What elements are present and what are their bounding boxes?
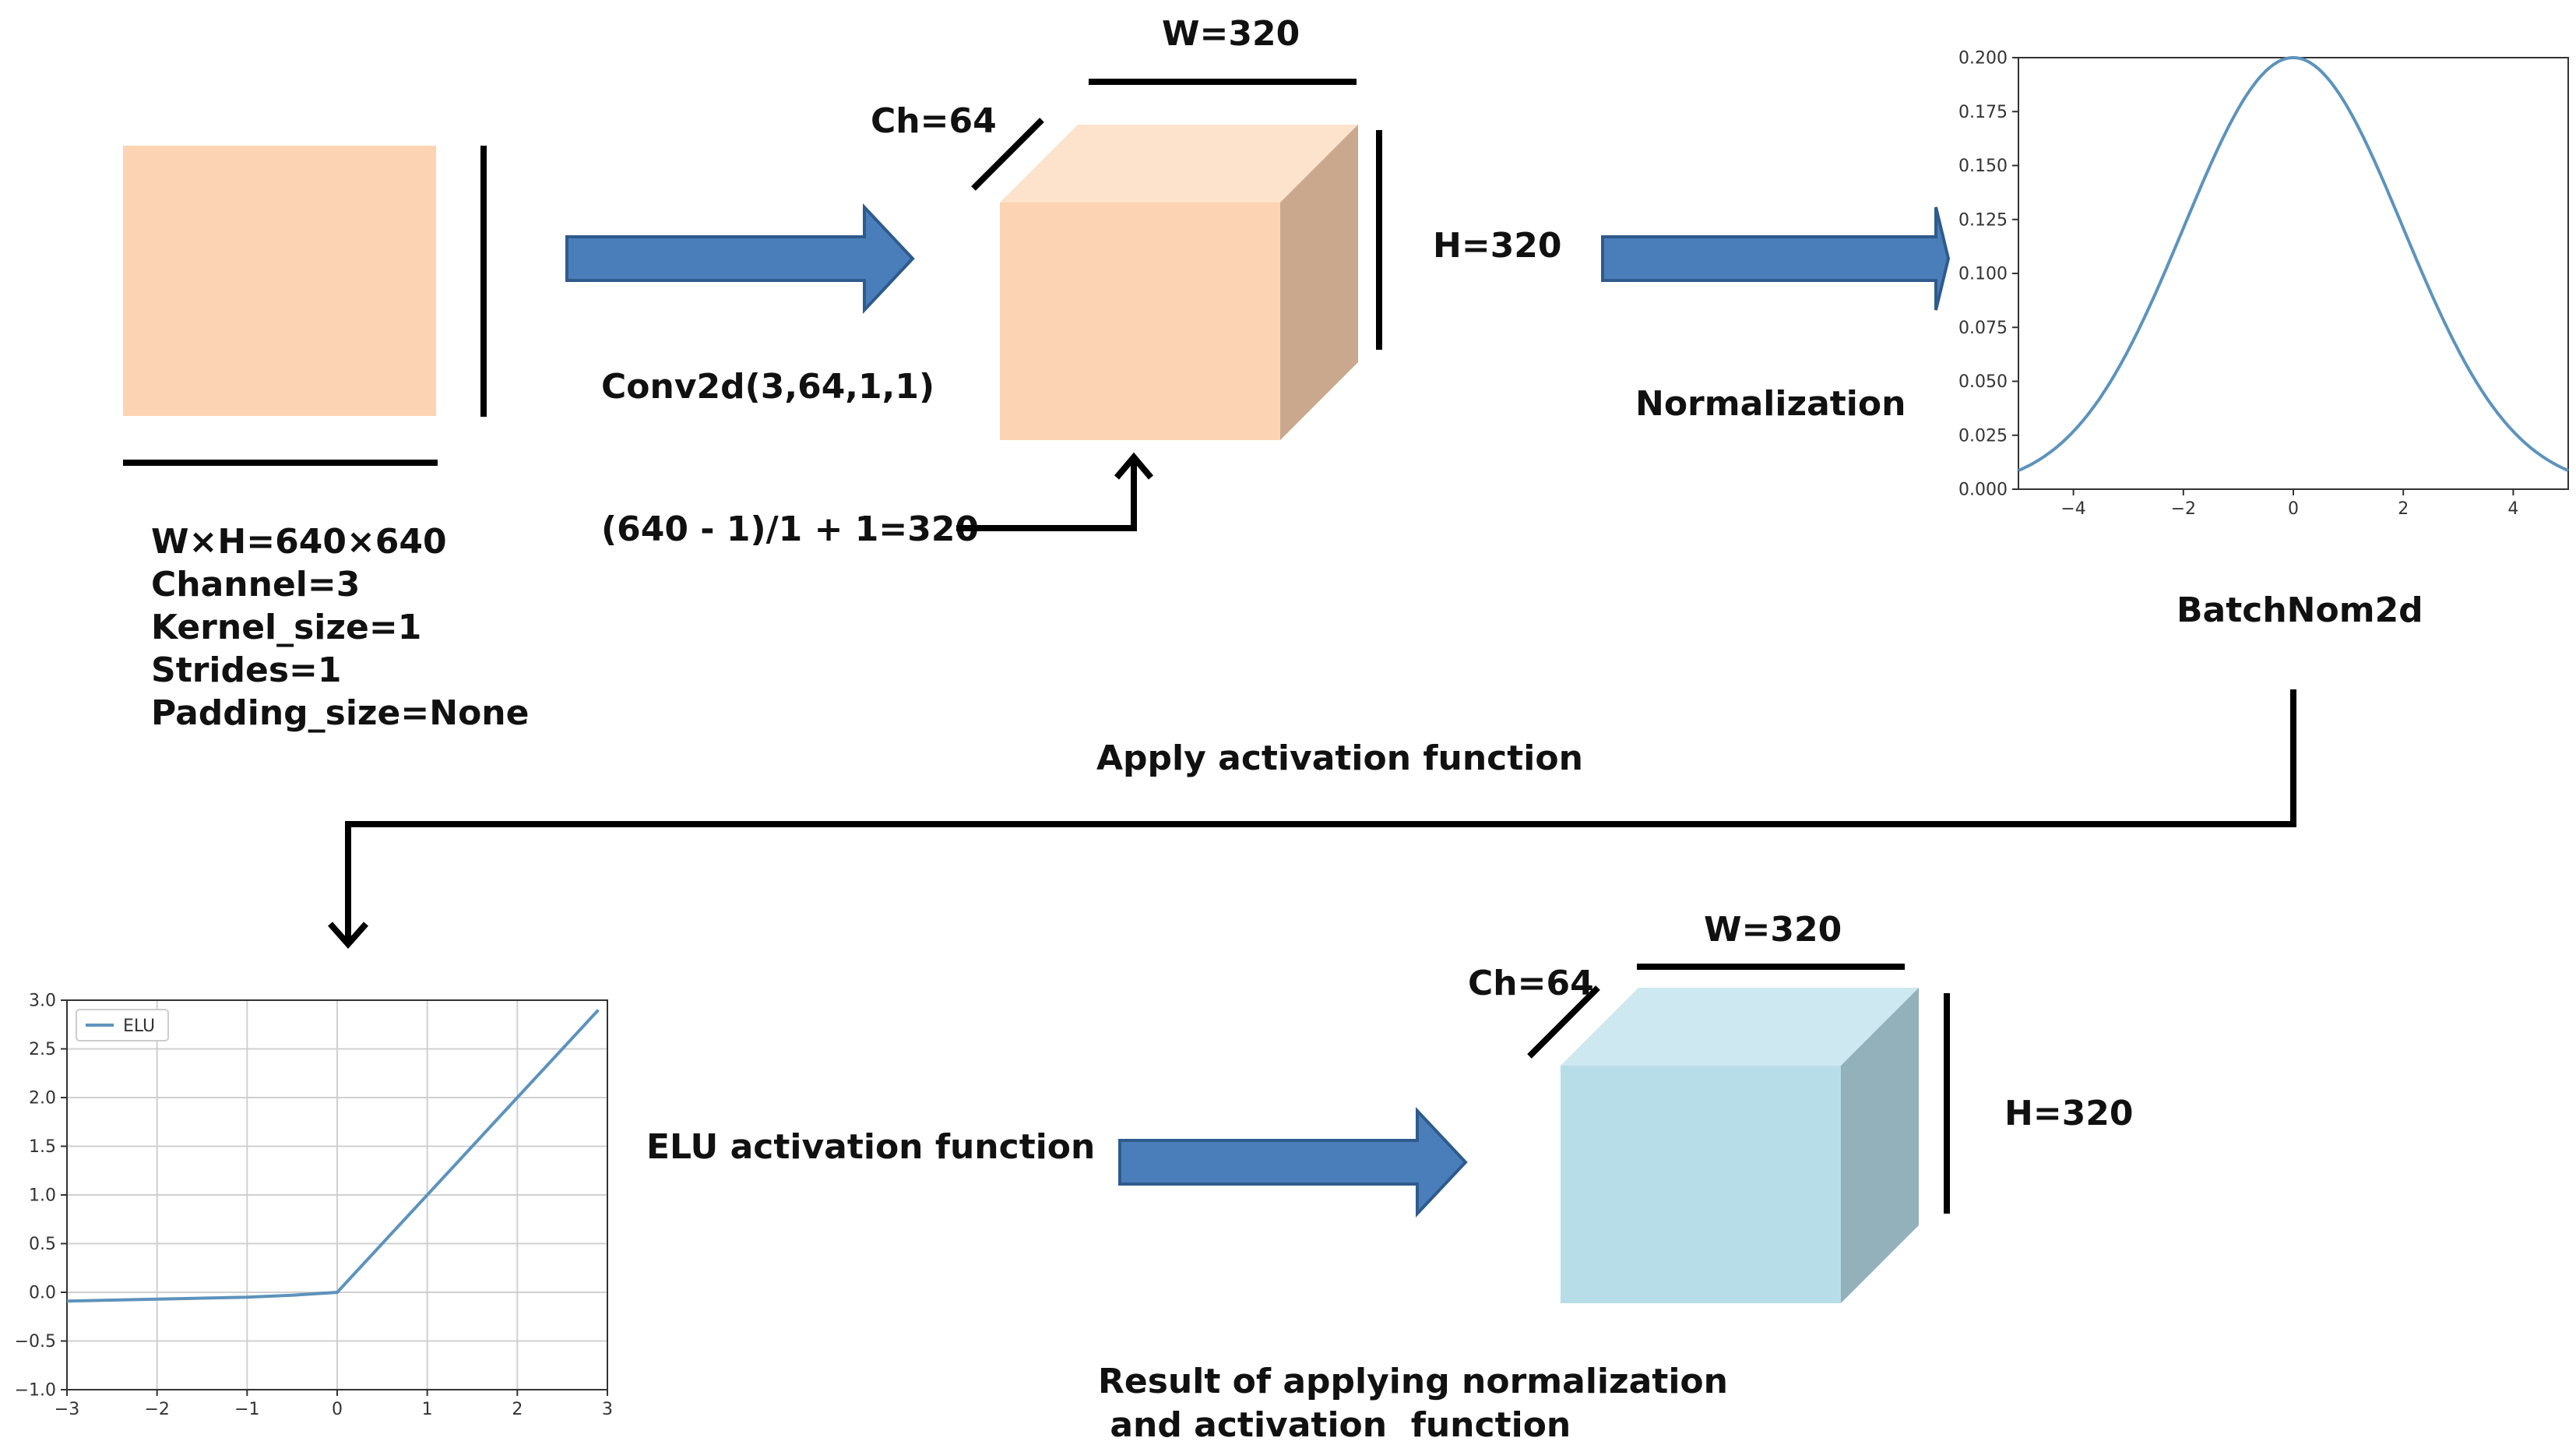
arrow-elu-icon <box>1118 1106 1468 1218</box>
x-tick-label-2: 0 <box>2288 499 2299 519</box>
y-tick-label-3: 0.5 <box>29 1235 56 1254</box>
series-line-0 <box>2018 55 2569 472</box>
y-tick-label-4: 1.0 <box>29 1186 56 1206</box>
x-tick-label-5: 2 <box>512 1400 523 1419</box>
cube1-channel-label: Ch=64 <box>871 101 997 141</box>
param-size: W×H=640×640 <box>151 522 447 562</box>
batchnorm-chart: −4 −2 0 2 4 0.000 0.025 0.050 0.075 0.100 0.125 0.1… <box>1958 49 2569 519</box>
legend-label: ELU <box>123 1017 155 1036</box>
input-params: W×H=640×640 Channel=3 Kernel_size=1 Stri… <box>151 520 529 735</box>
activation-label: Apply activation function <box>1096 738 1583 778</box>
x-tick-label-6: 3 <box>602 1400 613 1419</box>
result-label-line1: Result of applying normalization <box>1098 1362 1728 1401</box>
y-tick-label-2: 0.050 <box>1958 372 2008 392</box>
y-tick-label-7: 0.175 <box>1958 103 2008 122</box>
cube1-height-label: H=320 <box>1433 226 1562 266</box>
y-tick-label-1: 0.025 <box>1958 426 2008 446</box>
formula-arrow-icon <box>956 452 1154 531</box>
input-height-bar <box>480 146 487 417</box>
x-tick-label-2: −1 <box>234 1400 259 1419</box>
x-tick-label-3: 2 <box>2398 499 2409 519</box>
batchnorm-label: BatchNom2d <box>2177 590 2423 630</box>
x-tick-label-1: −2 <box>2171 499 2196 519</box>
param-padding: Padding_size=None <box>151 693 530 733</box>
y-tick-label-0: 0.000 <box>1958 481 2008 500</box>
cube1-width-label: W=320 <box>1162 14 1300 54</box>
normalization-label: Normalization <box>1635 384 1906 424</box>
elu-label: ELU activation function <box>646 1127 1096 1167</box>
plot-frame <box>2018 57 2569 490</box>
cube-conv-output <box>1000 125 1358 440</box>
x-tick-label-0: −4 <box>2060 499 2085 519</box>
y-tick-label-5: 1.5 <box>29 1137 56 1157</box>
cube-activation-output <box>1561 988 1919 1303</box>
conv-label: Conv2d(3,64,1,1) <box>601 367 935 407</box>
cube2-width-bar <box>1637 964 1905 970</box>
y-tick-label-4: 0.100 <box>1958 265 2008 284</box>
cube1-channel-bar <box>971 118 1044 191</box>
x-tick-label-4: 1 <box>422 1400 433 1419</box>
input-feature-map <box>123 146 436 416</box>
y-tick-label-0: −1.0 <box>15 1381 56 1401</box>
param-kernel: Kernel_size=1 <box>151 608 422 647</box>
series-line-0 <box>66 1009 600 1303</box>
x-tick-label-0: −3 <box>55 1400 79 1419</box>
output-size-formula: (640 - 1)/1 + 1=320 <box>601 509 980 549</box>
y-tick-label-3: 0.075 <box>1958 319 2008 338</box>
y-tick-label-6: 0.150 <box>1958 157 2008 176</box>
y-tick-label-7: 2.5 <box>29 1040 56 1059</box>
cube2-width-label: W=320 <box>1704 910 1842 950</box>
legend: ELU <box>76 1009 169 1041</box>
result-label-line2: and activation function <box>1098 1405 1571 1445</box>
cube1-height-bar <box>1376 130 1382 350</box>
arrow-conv-icon <box>565 203 915 315</box>
cube2-height-bar <box>1944 993 1950 1214</box>
cube2-height-label: H=320 <box>2004 1094 2134 1133</box>
input-width-bar <box>123 460 438 466</box>
y-tick-label-8: 0.200 <box>1958 49 2008 69</box>
cube2-channel-label: Ch=64 <box>1468 964 1594 1003</box>
cube2-channel-bar <box>1527 985 1600 1059</box>
cube1-width-bar <box>1089 79 1357 85</box>
y-tick-label-2: 0.0 <box>29 1284 56 1303</box>
legend-box <box>76 1009 169 1041</box>
y-tick-label-1: −0.5 <box>15 1332 56 1352</box>
y-tick-label-6: 2.0 <box>29 1089 56 1108</box>
x-tick-label-1: −2 <box>144 1400 169 1419</box>
param-strides: Strides=1 <box>151 650 342 690</box>
y-tick-label-8: 3.0 <box>29 992 56 1011</box>
elu-chart: −3 −2 −1 0 1 2 3 −1.0 −0.5 0.0 0.5 1.0 1.5 2.0 2.5 3.0E… <box>15 992 613 1419</box>
y-tick-label-5: 0.125 <box>1958 210 2008 230</box>
x-tick-label-3: 0 <box>332 1400 343 1419</box>
x-tick-label-4: 4 <box>2507 499 2518 519</box>
param-channel: Channel=3 <box>151 565 361 604</box>
arrow-normalization-icon <box>1601 206 1951 311</box>
